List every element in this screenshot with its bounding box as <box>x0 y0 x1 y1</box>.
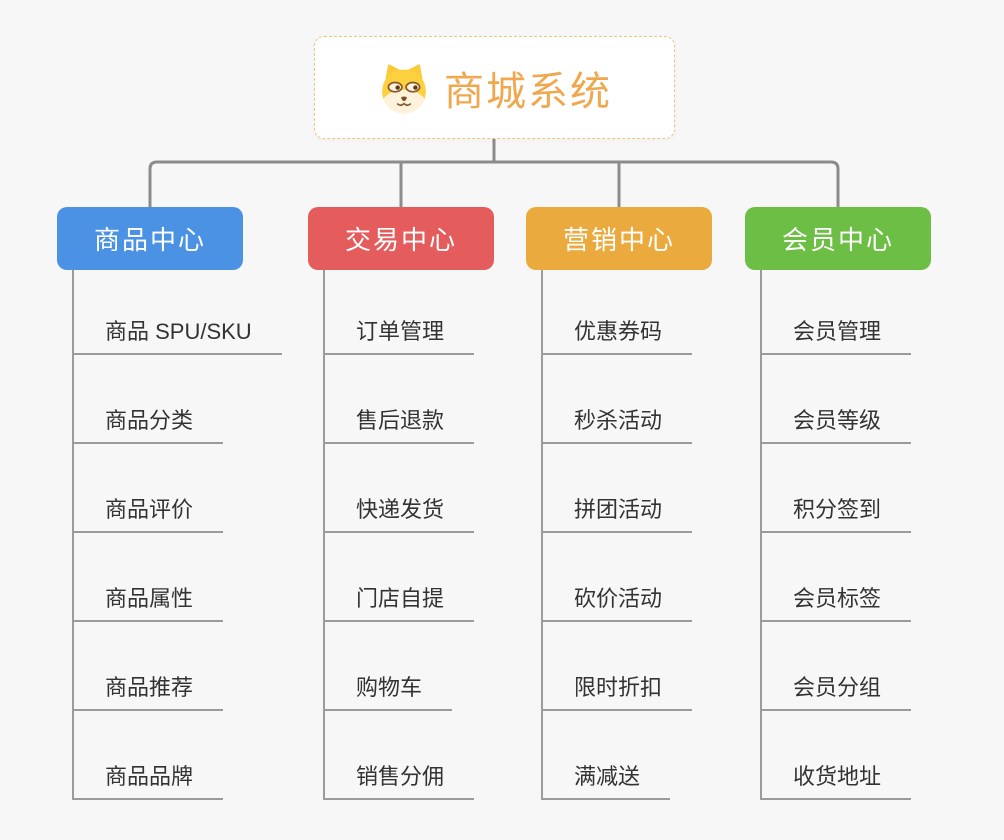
child-node[interactable]: 砍价活动 <box>543 533 693 622</box>
child-node[interactable]: 会员标签 <box>762 533 912 622</box>
root-title: 商城系统 <box>444 69 612 114</box>
child-label: 商品推荐 <box>105 675 194 700</box>
child-label: 商品品牌 <box>105 764 194 789</box>
child-label: 会员等级 <box>793 408 882 433</box>
child-node[interactable]: 快递发货 <box>325 444 475 533</box>
child-node[interactable]: 收货地址 <box>762 711 912 800</box>
child-node[interactable]: 满减送 <box>543 711 671 800</box>
child-label: 拼团活动 <box>574 497 663 522</box>
branch-children-trade-center: 订单管理 售后退款 快递发货 门店自提 购物车 销售分佣 <box>323 270 475 800</box>
child-node[interactable]: 商品属性 <box>74 533 224 622</box>
child-label: 商品分类 <box>105 408 194 433</box>
child-label: 快递发货 <box>356 497 445 522</box>
child-node[interactable]: 商品品牌 <box>74 711 224 800</box>
branch-node-member-center[interactable]: 会员中心 <box>745 207 931 270</box>
child-node[interactable]: 商品分类 <box>74 355 224 444</box>
child-label: 会员管理 <box>793 319 882 344</box>
child-label: 商品评价 <box>105 497 194 522</box>
child-label: 限时折扣 <box>574 675 663 700</box>
child-node[interactable]: 商品推荐 <box>74 622 224 711</box>
child-label: 收货地址 <box>793 764 882 789</box>
child-label: 商品属性 <box>105 586 194 611</box>
branch-node-marketing-center[interactable]: 营销中心 <box>526 207 712 270</box>
child-node[interactable]: 积分签到 <box>762 444 912 533</box>
child-node[interactable]: 会员分组 <box>762 622 912 711</box>
child-node[interactable]: 购物车 <box>325 622 453 711</box>
root-node[interactable]: 商城系统 <box>314 36 675 139</box>
child-node[interactable]: 会员等级 <box>762 355 912 444</box>
child-label: 销售分佣 <box>356 764 445 789</box>
branch-children-member-center: 会员管理 会员等级 积分签到 会员标签 会员分组 收货地址 <box>760 270 912 800</box>
dog-face-icon <box>382 63 426 113</box>
child-label: 订单管理 <box>356 319 445 344</box>
child-node[interactable]: 销售分佣 <box>325 711 475 800</box>
branch-node-product-center[interactable]: 商品中心 <box>57 207 243 270</box>
child-label: 秒杀活动 <box>574 408 663 433</box>
child-node[interactable]: 门店自提 <box>325 533 475 622</box>
child-label: 商品 SPU/SKU <box>105 319 252 344</box>
branch-children-marketing-center: 优惠券码 秒杀活动 拼团活动 砍价活动 限时折扣 满减送 <box>541 270 693 800</box>
child-node[interactable]: 优惠券码 <box>543 270 693 355</box>
child-label: 优惠券码 <box>574 319 663 344</box>
child-node[interactable]: 会员管理 <box>762 270 912 355</box>
child-label: 积分签到 <box>793 497 882 522</box>
child-node[interactable]: 商品评价 <box>74 444 224 533</box>
child-node[interactable]: 商品 SPU/SKU <box>74 270 282 355</box>
child-node[interactable]: 订单管理 <box>325 270 475 355</box>
child-label: 购物车 <box>356 675 423 700</box>
child-label: 满减送 <box>574 764 641 789</box>
child-node[interactable]: 售后退款 <box>325 355 475 444</box>
child-label: 门店自提 <box>356 586 445 611</box>
branch-children-product-center: 商品 SPU/SKU 商品分类 商品评价 商品属性 商品推荐 商品品牌 <box>72 270 282 800</box>
child-label: 会员标签 <box>793 586 882 611</box>
branch-node-trade-center[interactable]: 交易中心 <box>308 207 494 270</box>
child-node[interactable]: 秒杀活动 <box>543 355 693 444</box>
child-label: 售后退款 <box>356 408 445 433</box>
child-label: 会员分组 <box>793 675 882 700</box>
child-node[interactable]: 限时折扣 <box>543 622 693 711</box>
child-label: 砍价活动 <box>574 586 663 611</box>
child-node[interactable]: 拼团活动 <box>543 444 693 533</box>
